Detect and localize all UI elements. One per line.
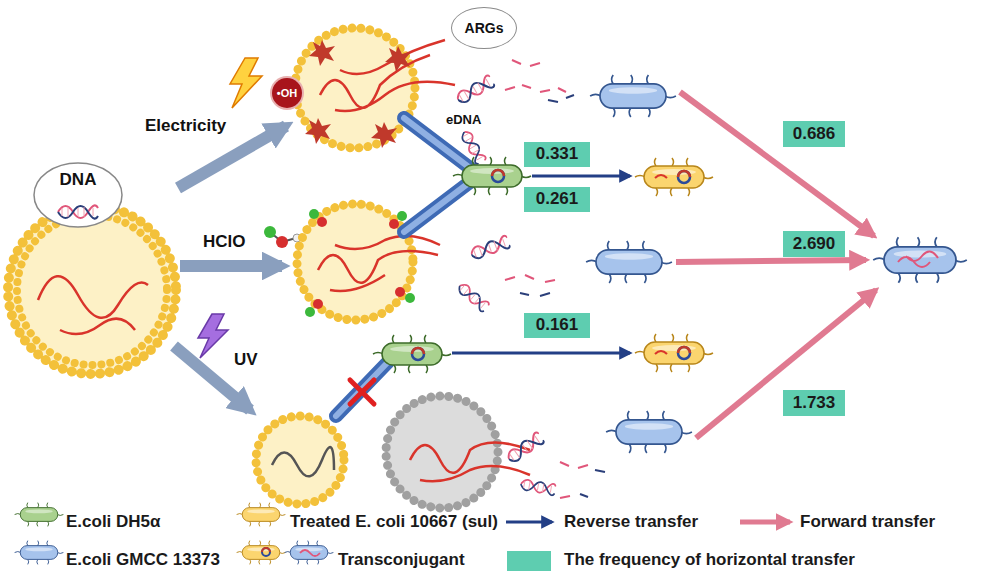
radical-label: •OH	[277, 87, 297, 99]
legend-text: Transconjugant	[338, 550, 465, 570]
legend-text: E.coli GMCC 13373	[66, 550, 220, 570]
edna-label: eDNA	[446, 112, 481, 128]
frequency-box: 1.733	[783, 390, 845, 416]
frequency-value: 0.331	[536, 144, 579, 164]
frequency-value: 1.733	[793, 393, 836, 413]
treatment-label: UV	[234, 350, 258, 370]
treatment-label: Electricity	[145, 116, 226, 136]
legend-text: Reverse transfer	[564, 512, 698, 532]
frequency-value: 0.261	[536, 189, 579, 209]
frequency-box: 0.261	[524, 187, 590, 212]
legend-text: E.coli DH5α	[66, 512, 161, 532]
radical-badge: •OH	[272, 78, 302, 108]
frequency-value: 0.161	[536, 315, 579, 335]
legend-text: Treated E. coli 10667 (sul)	[290, 512, 498, 532]
frequency-value: 0.686	[793, 124, 836, 144]
legend-swatch	[507, 551, 551, 571]
gene-label: ARGs	[465, 20, 504, 36]
treatment-label: HClO	[203, 232, 246, 252]
frequency-box: 0.331	[524, 142, 590, 167]
original-cell: DNA	[5, 160, 180, 382]
legend-text: Forward transfer	[800, 512, 935, 532]
frequency-box: 0.161	[524, 313, 590, 338]
frequency-box: 2.690	[783, 231, 845, 257]
frequency-value: 2.690	[793, 234, 836, 254]
cell-label: DNA	[60, 170, 97, 190]
frequency-box: 0.686	[783, 121, 845, 147]
gene-bubble: ARGs	[451, 7, 517, 49]
legend-text: The frequency of horizontal transfer	[564, 550, 855, 570]
